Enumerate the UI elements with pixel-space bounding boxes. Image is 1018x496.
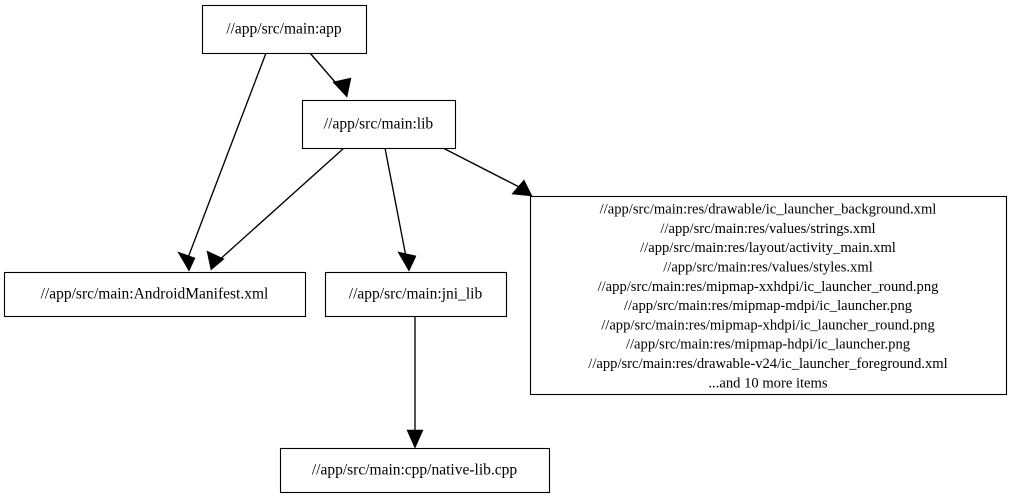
edge-lib-to-jni-lib-line <box>384 147 408 263</box>
node-res-collection-box[interactable] <box>529 195 1008 396</box>
node-jni-lib-label: //app/src/main:jni_lib <box>349 286 483 303</box>
node-android-manifest-label: //app/src/main:AndroidManifest.xml <box>41 286 269 303</box>
edge-lib-to-android-manifest-arrowhead <box>206 250 225 271</box>
node-res-collection-label-line-6: //app/src/main:res/mipmap-xhdpi/ic_launc… <box>601 317 935 333</box>
edge-app-to-android-manifest-arrowhead <box>177 251 196 272</box>
node-app-label: //app/src/main:app <box>226 21 342 38</box>
node-app[interactable]: //app/src/main:app <box>201 4 368 55</box>
edge-lib-to-android-manifest-line <box>216 147 345 263</box>
nodes-layer: //app/src/main:app //app/src/main:lib //ap… <box>3 4 1008 494</box>
edge-app-to-lib <box>309 52 352 98</box>
edge-lib-to-res-collection-line <box>442 147 526 191</box>
node-res-collection-label-line-1: //app/src/main:res/values/strings.xml <box>660 221 875 237</box>
node-res-collection-label-line-8: //app/src/main:res/drawable-v24/ic_launc… <box>588 356 947 372</box>
node-res-collection-label-line-7: //app/src/main:res/mipmap-hdpi/ic_launch… <box>626 337 911 353</box>
edge-app-to-lib-arrowhead <box>332 77 352 98</box>
edge-lib-to-jni-lib-arrowhead <box>397 251 417 272</box>
edge-lib-to-res-collection-arrowhead <box>511 179 533 197</box>
edge-lib-to-res-collection <box>442 147 533 197</box>
node-res-collection-label-line-0: //app/src/main:res/drawable/ic_launcher_… <box>600 202 937 218</box>
edge-lib-to-jni-lib <box>384 147 417 272</box>
node-res-collection-label-line-2: //app/src/main:res/layout/activity_main.… <box>640 240 896 256</box>
edge-jni-lib-to-native-lib-cpp-arrowhead <box>406 429 424 449</box>
node-res-collection-label-line-9: ...and 10 more items <box>708 375 827 391</box>
node-android-manifest-box[interactable] <box>3 271 307 318</box>
node-app-box[interactable] <box>201 4 368 55</box>
edge-jni-lib-to-native-lib-cpp <box>406 316 424 449</box>
node-native-lib-cpp-box[interactable] <box>279 447 551 494</box>
edges-layer <box>177 52 533 449</box>
node-res-collection-label-line-3: //app/src/main:res/values/styles.xml <box>663 259 873 275</box>
node-native-lib-cpp[interactable]: //app/src/main:cpp/native-lib.cpp <box>279 447 551 494</box>
edge-lib-to-android-manifest <box>206 147 345 271</box>
edge-app-to-android-manifest <box>177 52 267 272</box>
node-native-lib-cpp-label: //app/src/main:cpp/native-lib.cpp <box>312 462 518 479</box>
node-lib-label: //app/src/main:lib <box>324 116 434 133</box>
node-res-collection[interactable]: //app/src/main:res/drawable/ic_launcher_… <box>529 195 1008 396</box>
node-res-collection-label-line-4: //app/src/main:res/mipmap-xxhdpi/ic_laun… <box>598 279 940 295</box>
node-lib-box[interactable] <box>301 99 457 150</box>
node-lib[interactable]: //app/src/main:lib <box>301 99 457 150</box>
node-res-collection-label-line-5: //app/src/main:res/mipmap-mdpi/ic_launch… <box>624 298 913 314</box>
node-jni-lib[interactable]: //app/src/main:jni_lib <box>324 271 508 318</box>
node-jni-lib-box[interactable] <box>324 271 508 318</box>
edge-app-to-android-manifest-line <box>185 52 267 264</box>
node-android-manifest[interactable]: //app/src/main:AndroidManifest.xml <box>3 271 307 318</box>
